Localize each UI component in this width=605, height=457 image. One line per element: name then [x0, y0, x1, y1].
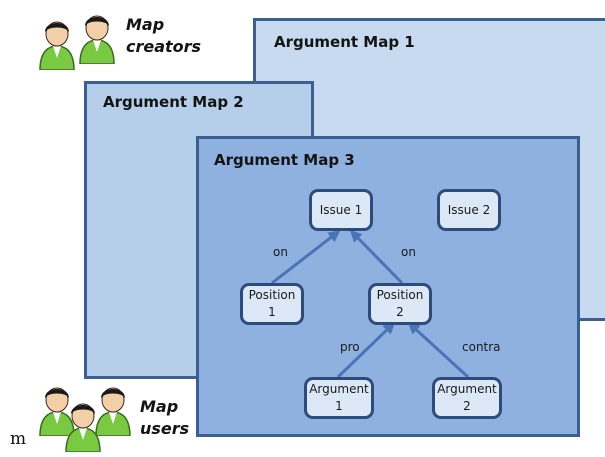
edge-label-on-1: on: [273, 245, 288, 259]
node-argument-2[interactable]: Argument 2: [432, 377, 502, 419]
node-position-1[interactable]: Position 1: [240, 283, 304, 325]
node-issue-2[interactable]: Issue 2: [437, 189, 501, 231]
edge-argument1-to-position2: [336, 321, 396, 379]
node-argument-1[interactable]: Argument 1: [304, 377, 374, 419]
person-icon: [39, 21, 75, 70]
person-icon: [39, 387, 75, 436]
map-users-label: Map users: [140, 397, 190, 438]
edge-position1-to-issue1: [271, 230, 341, 285]
edge-argument2-to-position2: [407, 321, 470, 379]
edge-label-on-2: on: [401, 245, 416, 259]
person-icon: [79, 15, 115, 64]
argument-map-2-title: Argument Map 2: [103, 93, 244, 111]
node-position-2[interactable]: Position 2: [368, 283, 432, 325]
node-issue-1[interactable]: Issue 1: [309, 189, 373, 231]
stray-text: m: [10, 429, 27, 449]
edge-label-pro: pro: [340, 340, 360, 354]
map-creators-label: Map creators: [126, 15, 202, 56]
person-icon: [65, 403, 101, 452]
person-icon: [95, 387, 131, 436]
argument-map-1-title: Argument Map 1: [274, 33, 415, 51]
argument-map-3-title: Argument Map 3: [214, 151, 355, 169]
edge-position2-to-issue1: [349, 229, 404, 285]
edge-label-contra: contra: [462, 340, 501, 354]
